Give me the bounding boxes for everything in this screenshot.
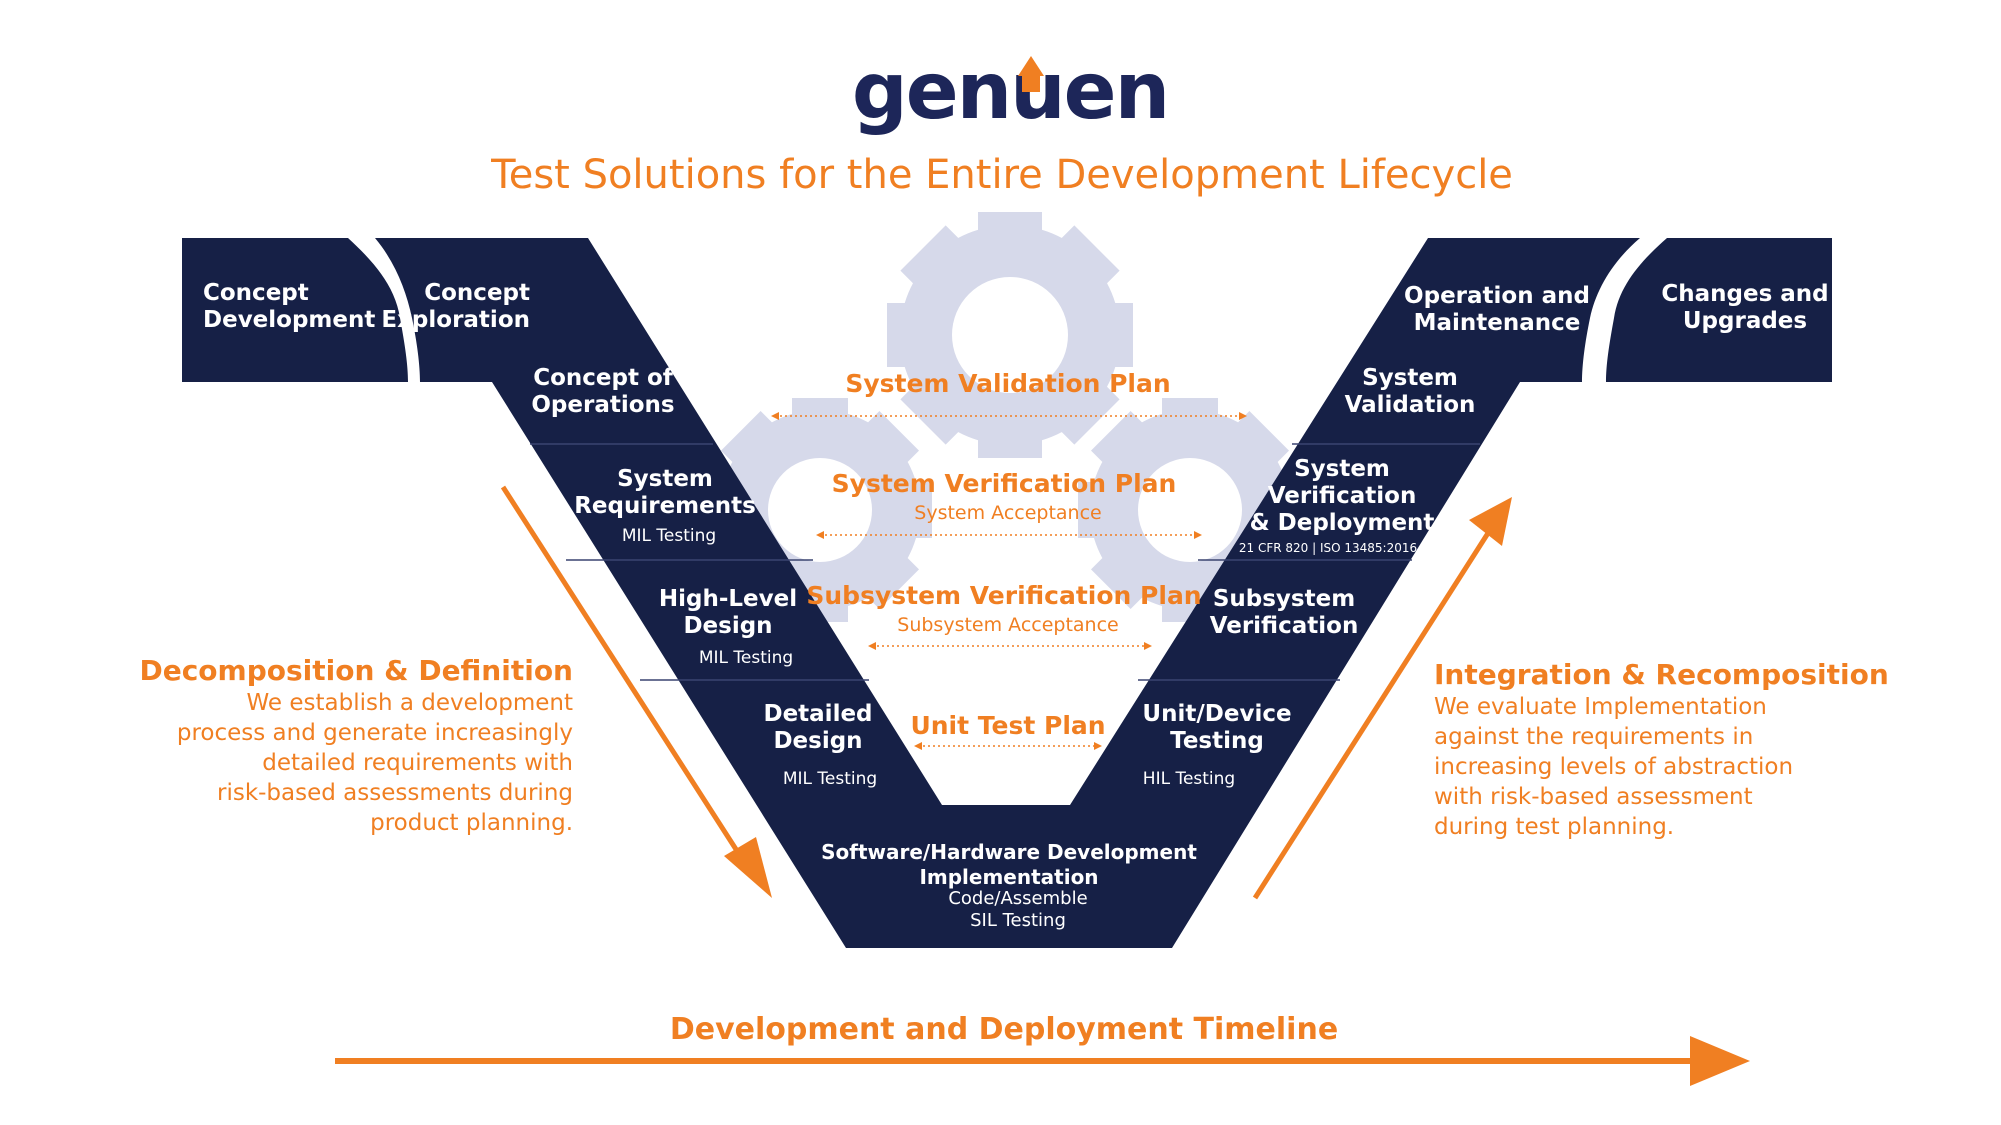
stage-label: Concept bbox=[424, 280, 530, 306]
stage-label: Design bbox=[773, 728, 863, 754]
body-line: detailed requirements with bbox=[262, 750, 573, 776]
stage-label: Verification bbox=[1267, 483, 1417, 509]
stage-unit-device-testing: Unit/Device Testing bbox=[1142, 701, 1291, 755]
stage-sub-label: Code/Assemble bbox=[948, 888, 1088, 909]
page-title: Test Solutions for the Entire Developmen… bbox=[491, 152, 1513, 198]
body-line: process and generate increasingly bbox=[176, 720, 573, 746]
integration-heading: Integration & Recomposition bbox=[1434, 658, 1889, 691]
stage-label: Testing bbox=[1170, 728, 1264, 754]
plan-subsystem-verification-sub: Subsystem Acceptance bbox=[897, 614, 1119, 636]
stage-high-level-design: High-Level Design bbox=[659, 586, 797, 640]
body-line: against the requirements in bbox=[1434, 724, 1754, 750]
timeline-label: Development and Deployment Timeline bbox=[669, 1012, 1339, 1047]
stage-implementation-sub: Code/Assemble SIL Testing bbox=[948, 888, 1087, 932]
stage-label: Verification bbox=[1209, 613, 1359, 639]
stage-label: Operation and bbox=[1404, 283, 1590, 309]
stage-concept-exploration: Concept Exploration bbox=[381, 280, 530, 334]
stage-implementation: Software/Hardware Development Implementa… bbox=[821, 840, 1197, 890]
stage-detailed-design: Detailed Design bbox=[763, 701, 872, 755]
plan-system-validation: System Validation Plan bbox=[845, 369, 1171, 398]
plan-unit-test: Unit Test Plan bbox=[910, 711, 1106, 740]
stage-sub-label: MIL Testing bbox=[782, 769, 878, 789]
plan-system-verification: System Verification Plan bbox=[831, 469, 1177, 498]
stage-sub-label: MIL Testing bbox=[698, 648, 794, 668]
stage-label: Validation bbox=[1344, 392, 1476, 418]
body-line: We evaluate Implementation bbox=[1434, 694, 1767, 720]
stage-label: System bbox=[617, 466, 713, 492]
stage-label: Upgrades bbox=[1682, 308, 1808, 334]
logo-arrow-icon bbox=[1018, 56, 1044, 92]
stage-subsystem-verification: Subsystem Verification bbox=[1210, 586, 1359, 640]
body-line: increasing levels of abstraction bbox=[1434, 754, 1794, 780]
stage-label: Design bbox=[683, 613, 773, 639]
stage-system-validation: System Validation bbox=[1345, 365, 1476, 419]
left-arm-dividers bbox=[530, 443, 869, 681]
stage-label: System bbox=[1294, 456, 1390, 482]
v-shape bbox=[375, 238, 1640, 948]
stage-label: Exploration bbox=[381, 307, 530, 333]
decomposition-arrow bbox=[500, 485, 772, 898]
body-line: with risk-based assessment bbox=[1434, 784, 1753, 810]
plan-system-verification-sub: System Acceptance bbox=[914, 502, 1102, 524]
stage-sub-label: SIL Testing bbox=[970, 910, 1066, 931]
gear-icon-top bbox=[887, 212, 1133, 458]
stage-label: Requirements bbox=[574, 493, 756, 519]
integration-arrow bbox=[1252, 497, 1512, 900]
stage-label: Unit/Device bbox=[1142, 701, 1292, 727]
stage-system-verification: System Verification & Deployment bbox=[1250, 456, 1435, 537]
logo: genuen bbox=[852, 47, 1170, 137]
changes-upgrades-box bbox=[1606, 238, 1832, 382]
plan-subsystem-verification: Subsystem Verification Plan bbox=[806, 581, 1202, 610]
stage-label: Concept bbox=[203, 280, 309, 306]
stage-label: Concept of bbox=[533, 365, 673, 391]
stage-label: System bbox=[1362, 365, 1458, 391]
decomposition-body: We establish a development process and g… bbox=[177, 688, 573, 838]
stage-sub-label: MIL Testing bbox=[621, 526, 717, 546]
right-arm-dividers bbox=[1138, 443, 1480, 681]
stage-label: Subsystem bbox=[1212, 586, 1356, 612]
timeline-arrow bbox=[335, 1036, 1750, 1086]
body-line: product planning. bbox=[370, 810, 573, 836]
stage-sub-label: HIL Testing bbox=[1142, 769, 1236, 789]
stage-label: Maintenance bbox=[1413, 310, 1581, 336]
stage-operation-maintenance: Operation and Maintenance bbox=[1404, 283, 1590, 337]
logo-text: genuen bbox=[852, 47, 1168, 137]
body-line: We establish a development bbox=[246, 690, 573, 716]
stage-system-requirements: System Requirements bbox=[574, 466, 756, 520]
integration-body: We evaluate Implementation against the r… bbox=[1434, 692, 1793, 842]
stage-label: & Deployment bbox=[1249, 510, 1435, 536]
stage-label: Operations bbox=[531, 392, 675, 418]
stage-label: Implementation bbox=[919, 865, 1099, 889]
stage-concept-development: Concept Development bbox=[203, 280, 375, 334]
concept-development-box bbox=[182, 238, 408, 382]
stage-label: Software/Hardware Development bbox=[821, 840, 1197, 864]
body-line: during test planning. bbox=[1434, 814, 1675, 840]
stage-concept-of-operations: Concept of Operations bbox=[531, 365, 674, 419]
stage-changes-upgrades: Changes and Upgrades bbox=[1661, 281, 1828, 335]
stage-label: Development bbox=[203, 307, 376, 333]
stage-label: Detailed bbox=[763, 701, 873, 727]
body-line: risk-based assessments during bbox=[216, 780, 573, 806]
stage-label: Changes and bbox=[1661, 281, 1829, 307]
stage-label: High-Level bbox=[658, 586, 798, 612]
decomposition-heading: Decomposition & Definition bbox=[139, 654, 573, 687]
stage-sub-label: 21 CFR 820 | ISO 13485:2016 bbox=[1238, 541, 1418, 555]
